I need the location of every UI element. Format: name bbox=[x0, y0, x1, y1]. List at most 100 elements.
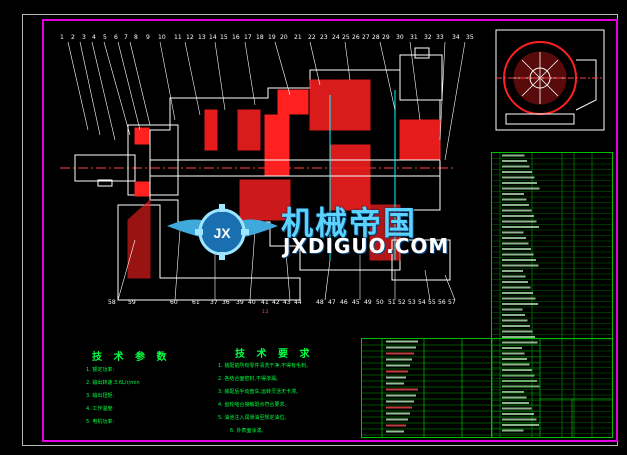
title-block-entry-mark bbox=[386, 388, 418, 391]
parts-list-entry-mark bbox=[502, 248, 531, 250]
input-shaft bbox=[74, 154, 136, 182]
side-view bbox=[495, 29, 605, 131]
parts-list-entry-mark bbox=[502, 418, 537, 421]
watermark-en: JXDIGUO.COM bbox=[283, 234, 450, 258]
title-block-entry-mark bbox=[386, 346, 416, 349]
title-block bbox=[361, 338, 613, 438]
tech-req-line: 3. 装配后手动盘车,运转灵活无卡滞。 bbox=[218, 389, 301, 395]
parts-list-entry-mark bbox=[502, 226, 539, 228]
title-block-entry-mark bbox=[386, 406, 412, 409]
parts-list-entry-mark bbox=[502, 231, 524, 234]
parts-list-entry-mark bbox=[502, 303, 538, 305]
large-gear-section bbox=[309, 79, 371, 131]
drawing-frame bbox=[42, 19, 618, 442]
title-block-entry-mark bbox=[386, 424, 406, 427]
parts-list-entry-mark bbox=[502, 385, 540, 388]
tech-req-line: 6. 外表面涂漆。 bbox=[230, 428, 267, 434]
parts-list-entry-mark bbox=[502, 270, 523, 272]
parts-list-entry-mark bbox=[502, 424, 539, 426]
parts-list-entry-mark bbox=[502, 182, 537, 184]
tech-req-line: 5. 油池注入润滑油至规定油位。 bbox=[218, 415, 290, 421]
parts-list-entry-mark bbox=[502, 363, 530, 366]
watermark-cn: 机械帝国 bbox=[281, 204, 418, 242]
title-block-entry-mark bbox=[386, 358, 412, 361]
title-block-entry-mark bbox=[386, 382, 404, 385]
parts-list-entry-mark bbox=[502, 396, 527, 399]
parts-list-entry-mark bbox=[502, 286, 531, 289]
parts-list-entry-mark bbox=[502, 336, 535, 338]
parts-list-entry-mark bbox=[502, 402, 529, 404]
tech-req-line: 1. 装配前所有零件清洗干净,不得有毛刺。 bbox=[218, 363, 311, 369]
parts-list-entry-mark bbox=[502, 374, 535, 377]
parts-list-entry-mark bbox=[502, 209, 532, 212]
parts-list-entry-mark bbox=[502, 341, 538, 344]
parts-list-entry-mark bbox=[502, 275, 526, 278]
parts-list-entry-mark bbox=[502, 407, 532, 410]
parts-list-table bbox=[491, 152, 613, 438]
parts-list-entry-mark bbox=[502, 330, 533, 333]
gear-section bbox=[264, 114, 290, 176]
parts-list-entry-mark bbox=[502, 325, 530, 327]
parts-list-entry-mark bbox=[502, 347, 522, 349]
title-block-grid bbox=[362, 339, 612, 437]
parts-list-grid bbox=[492, 153, 612, 437]
tech-param-line: 5. 电机功率: bbox=[86, 419, 115, 425]
title-block-entry-mark bbox=[386, 376, 406, 379]
tech-req-line: 2. 各结合面密封,不得渗漏。 bbox=[218, 376, 281, 382]
parts-list-entry-mark bbox=[502, 308, 523, 311]
parts-list-entry-mark bbox=[502, 171, 532, 173]
parts-list-entry-mark bbox=[502, 319, 528, 322]
parts-list-entry-mark bbox=[502, 165, 530, 168]
title-block-entry-mark bbox=[386, 418, 408, 421]
title-block-entry-mark bbox=[386, 412, 410, 415]
watermark: JX 机械帝国 JXDIGUO.COM bbox=[165, 196, 465, 268]
parts-list-entry-mark bbox=[502, 292, 533, 294]
parts-list-entry-mark bbox=[502, 198, 527, 201]
parts-list-entry-mark bbox=[502, 176, 535, 179]
parts-list-entry-mark bbox=[502, 259, 536, 261]
tech-req-title: 技 术 要 求 bbox=[235, 349, 314, 360]
title-block-entry-mark bbox=[386, 394, 416, 397]
parts-list-entry-mark bbox=[502, 193, 524, 195]
parts-list-entry-mark bbox=[502, 281, 528, 283]
title-block-entry-mark bbox=[386, 364, 410, 367]
assembly-section bbox=[60, 47, 455, 301]
tech-params-title: 技 术 参 数 bbox=[92, 352, 171, 363]
title-block-entry-mark bbox=[386, 430, 404, 433]
parts-list-entry-mark bbox=[502, 413, 534, 415]
parts-list-entry-mark bbox=[502, 237, 526, 239]
parts-list-entry-mark bbox=[502, 154, 525, 157]
tech-req-line: 4. 齿轮啮合接触斑点符合要求。 bbox=[218, 402, 290, 408]
leader-lines bbox=[67, 41, 466, 301]
parts-list-entry-mark bbox=[502, 253, 534, 256]
output-flange bbox=[399, 54, 443, 101]
title-block-entry-mark bbox=[386, 340, 418, 343]
parts-list-entry-mark bbox=[502, 369, 532, 371]
parts-list-entry-mark bbox=[502, 264, 539, 267]
parts-list-entry-mark bbox=[502, 314, 525, 316]
scale-label: 1:2 bbox=[262, 309, 269, 314]
parts-list-entry-mark bbox=[502, 242, 529, 245]
bearing-right bbox=[399, 119, 441, 161]
parts-list-entry-mark bbox=[502, 297, 536, 300]
parts-list-entry-mark bbox=[502, 220, 537, 223]
parts-list-entry-mark bbox=[502, 160, 527, 162]
title-block-entry-mark bbox=[386, 370, 408, 373]
parts-list-entry-mark bbox=[502, 215, 534, 217]
outlet-housing bbox=[391, 239, 451, 281]
tech-param-line: 3. 输出扭矩: bbox=[86, 393, 115, 399]
parts-list-entry-mark bbox=[502, 358, 527, 360]
parts-list-entry-mark bbox=[502, 429, 524, 432]
logo-text: JX bbox=[213, 225, 231, 241]
tech-param-line: 1. 额定功率: bbox=[86, 367, 115, 373]
title-block-entry-mark bbox=[386, 352, 414, 355]
title-block-entry-mark bbox=[386, 400, 414, 403]
tech-param-line: 4. 工作温度: bbox=[86, 406, 115, 412]
tech-param-line: 2. 输出转速:3.6L/r/min bbox=[86, 380, 140, 386]
parts-list-entry-mark bbox=[502, 204, 529, 206]
parts-list-entry-mark bbox=[502, 391, 524, 393]
parts-list-entry-mark bbox=[502, 352, 525, 355]
parts-list-entry-mark bbox=[502, 187, 540, 190]
wing-gear-logo-icon: JX bbox=[167, 204, 278, 260]
